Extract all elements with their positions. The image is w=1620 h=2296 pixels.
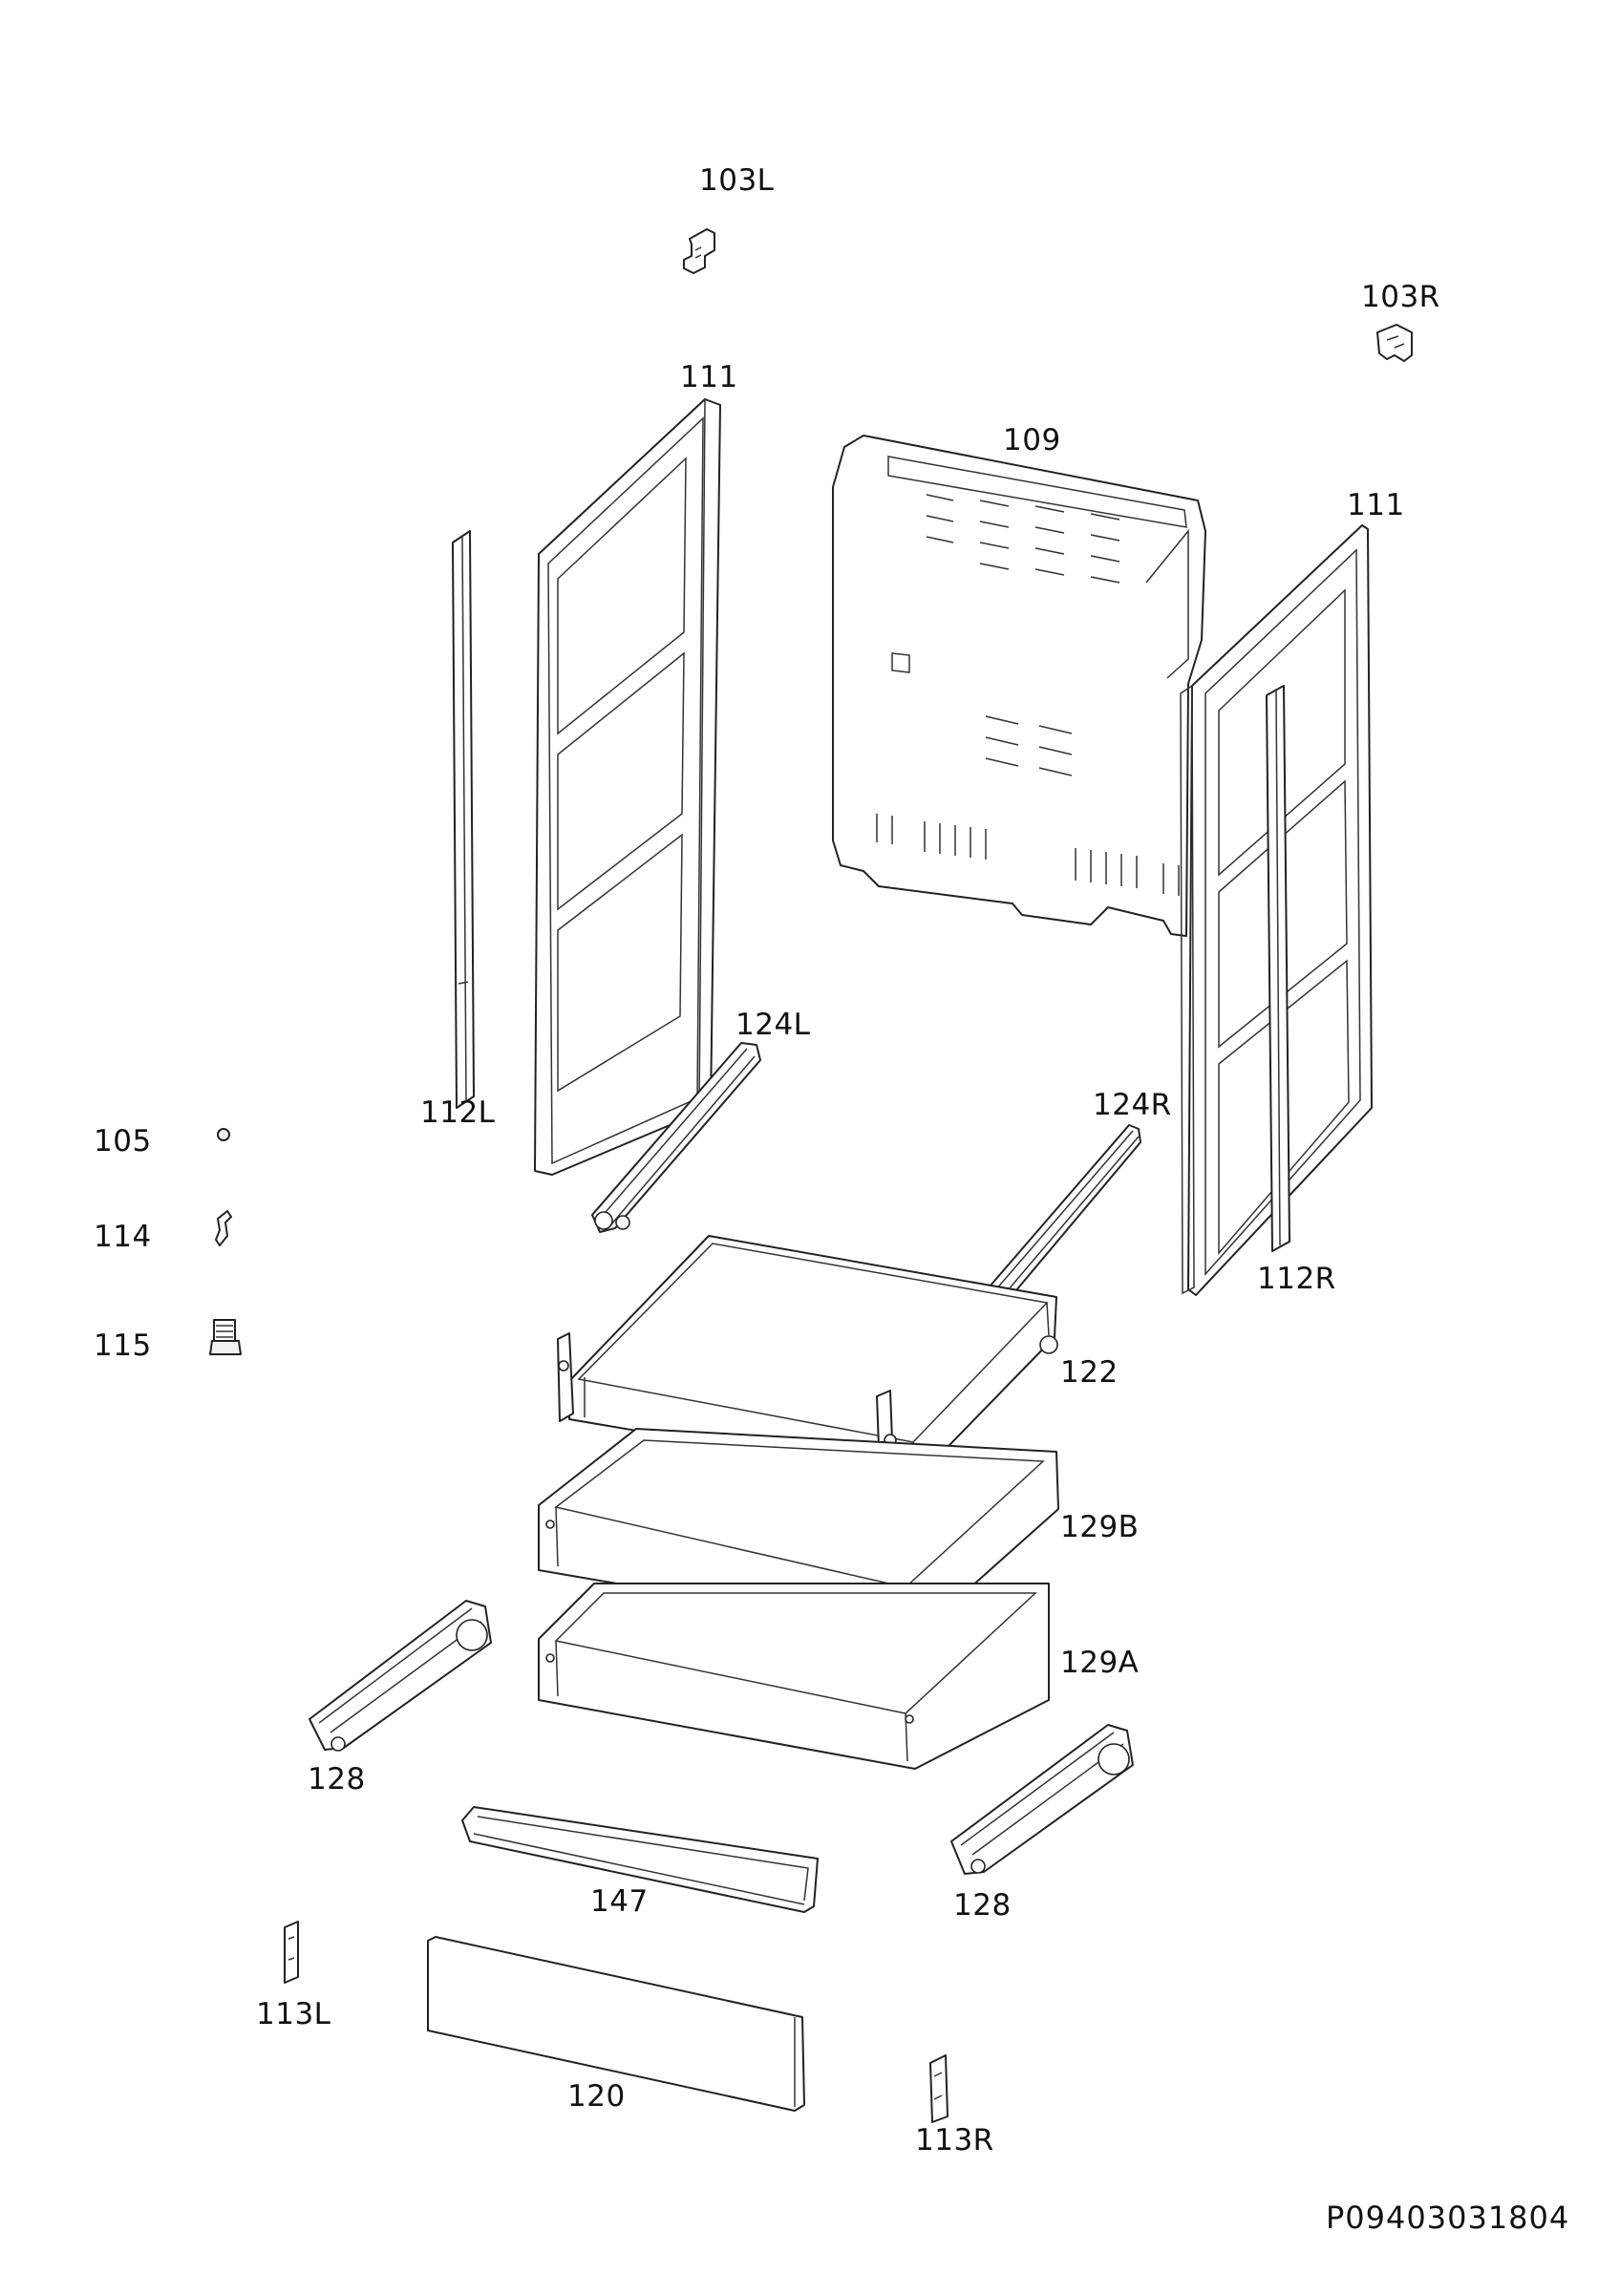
label-112L: 112L	[420, 1095, 496, 1130]
rail-112L-part	[452, 530, 475, 1109]
drawing-code: P09403031804	[1326, 2200, 1570, 2236]
label-111-right: 111	[1347, 488, 1405, 522]
frame-129A-part	[538, 1583, 1050, 1770]
label-111-left: 111	[680, 360, 738, 394]
label-114: 114	[94, 1220, 152, 1254]
handle-147-part	[461, 1806, 819, 1913]
runner-128-left-part	[309, 1600, 492, 1752]
label-109: 109	[1003, 423, 1061, 457]
label-103L: 103L	[699, 163, 775, 198]
clip-114-part	[215, 1210, 232, 1246]
label-112R: 112R	[1257, 1262, 1336, 1296]
hinge-103L-part	[683, 228, 715, 274]
foot-115-part	[209, 1319, 242, 1355]
label-147: 147	[590, 1884, 649, 1919]
side-panel-111-left-part	[534, 398, 721, 1176]
label-120: 120	[567, 2079, 626, 2114]
rear-panel-109-part	[832, 435, 1206, 937]
runner-128-right-part	[950, 1724, 1134, 1875]
label-129B: 129B	[1060, 1510, 1140, 1544]
bracket-113L-part	[284, 1921, 299, 1984]
label-128-left: 128	[308, 1762, 366, 1796]
label-124L: 124L	[735, 1008, 811, 1042]
label-115: 115	[94, 1329, 152, 1363]
label-129A: 129A	[1060, 1646, 1140, 1680]
label-103R: 103R	[1361, 280, 1440, 314]
bracket-113R-part	[929, 2054, 949, 2123]
front-panel-120-part	[427, 1936, 805, 2112]
ball-105-part	[217, 1128, 230, 1141]
label-122: 122	[1060, 1355, 1119, 1390]
label-105: 105	[94, 1124, 152, 1159]
slide-rail-124L-part	[591, 1042, 761, 1233]
label-113R: 113R	[915, 2123, 994, 2158]
label-113L: 113L	[256, 1997, 331, 2031]
rail-112R-part	[1266, 685, 1290, 1252]
label-124R: 124R	[1093, 1088, 1172, 1122]
label-128-right: 128	[953, 1888, 1012, 1923]
hinge-103R-part	[1376, 324, 1413, 362]
